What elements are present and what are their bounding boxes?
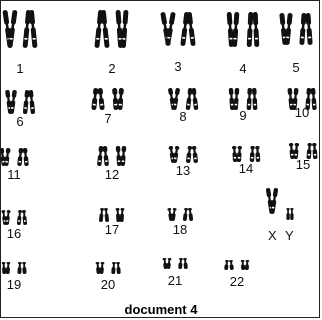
- chromosome-22-b: [232, 254, 258, 276]
- chromosome-label-13: 13: [163, 164, 203, 178]
- chromosome-label-10: 10: [282, 106, 322, 120]
- chromosome-label-x: X: [268, 229, 277, 243]
- chromosome-label-7: 7: [88, 112, 128, 126]
- chromosome-21-b: [170, 252, 196, 275]
- chromosome-label-21: 21: [155, 274, 195, 288]
- chromosome-label-14: 14: [226, 162, 266, 176]
- chromosome-label-16: 16: [0, 227, 34, 241]
- chromosome-label-19: 19: [0, 278, 34, 292]
- chromosome-label-y: Y: [285, 229, 294, 243]
- chromosome-label-3: 3: [158, 60, 198, 74]
- chromosome-label-20: 20: [88, 278, 128, 292]
- chromosome-y: [278, 202, 302, 226]
- chromosome-label-8: 8: [163, 110, 203, 124]
- chromosome-label-11: 11: [0, 168, 34, 182]
- chromosome-label-1: 1: [0, 62, 40, 76]
- chromosome-label-5: 5: [276, 61, 316, 75]
- chromosome-label-15: 15: [283, 158, 322, 172]
- document-caption: document 4: [0, 302, 322, 317]
- chromosome-label-2: 2: [92, 62, 132, 76]
- chromosome-label-18: 18: [160, 223, 200, 237]
- chromosome-1-b: [15, 4, 45, 54]
- chromosome-4-b: [238, 6, 268, 53]
- chromosome-label-9: 9: [223, 109, 263, 123]
- chromosome-5-b: [291, 7, 321, 51]
- chromosome-label-6: 6: [0, 115, 40, 129]
- chromosome-label-22: 22: [217, 275, 257, 289]
- chromosome-label-4: 4: [223, 62, 263, 76]
- chromosome-2-b: [107, 4, 137, 54]
- chromosome-label-12: 12: [92, 168, 132, 182]
- chromosome-label-17: 17: [92, 223, 132, 237]
- chromosome-3-b: [173, 6, 203, 52]
